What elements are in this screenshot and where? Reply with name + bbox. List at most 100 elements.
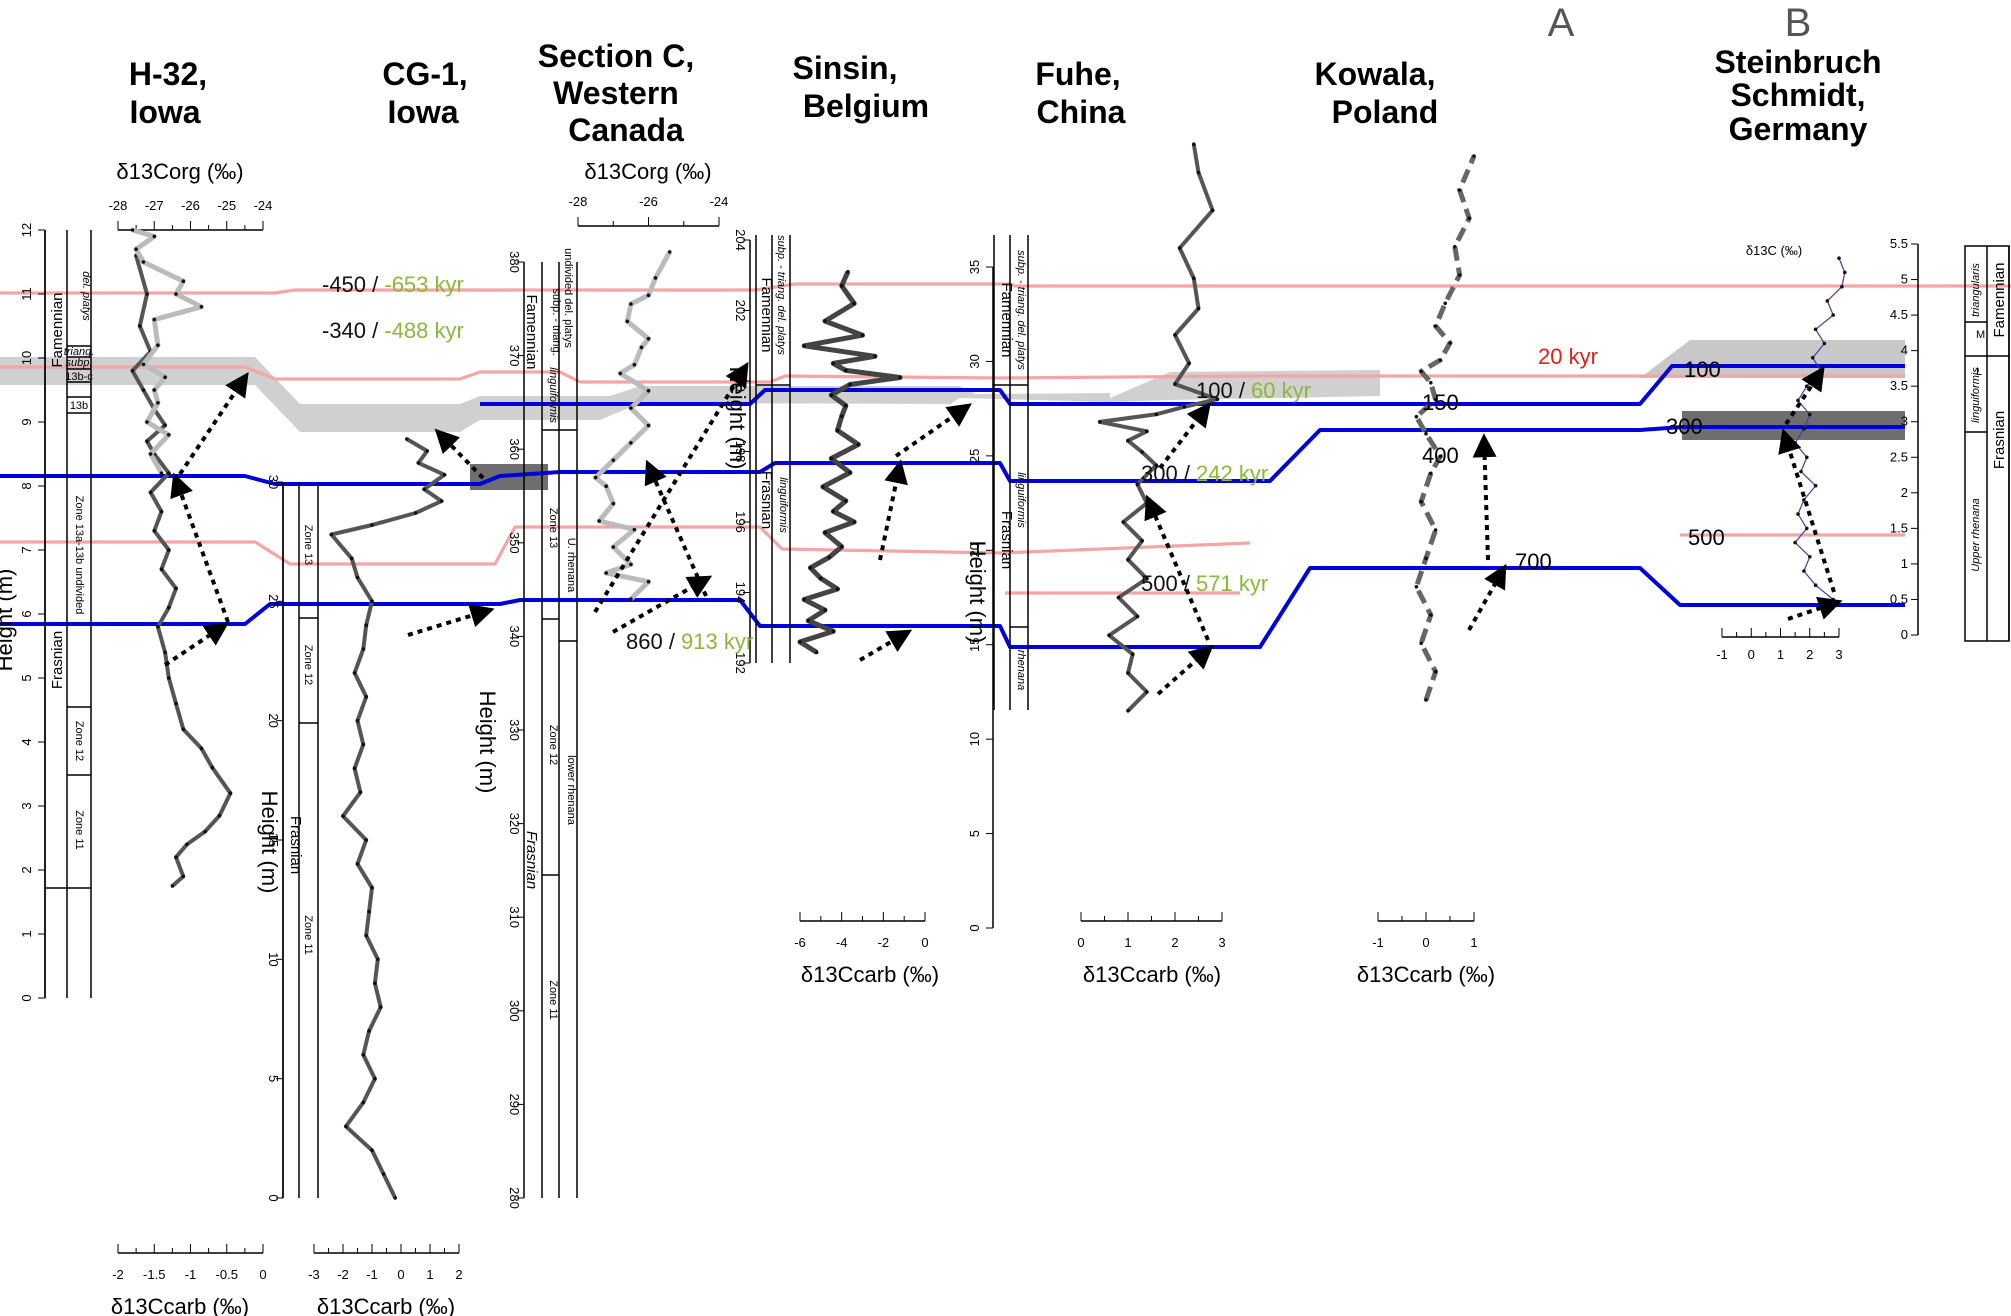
secc-org-curve-point (593, 475, 598, 480)
fuhe-carb-curve (1097, 143, 1220, 713)
h32-org-axis-tick-label: -28 (109, 198, 128, 213)
h32-carb-curve-point (228, 791, 233, 795)
sinsin-height-axis-tick-label: 194 (733, 582, 748, 604)
fuhe-carb-curve-point (1173, 382, 1177, 386)
axes-group: 0123456789101112-28-27-26-25-24-2-1.5-1-… (0, 159, 1919, 1316)
stein-c-curve-point (1793, 540, 1797, 545)
stein-c-curve-point (1810, 355, 1815, 360)
cg1-carb-curve-point (422, 487, 427, 492)
blue-line-2 (0, 566, 1905, 649)
secc-height-axis-tick-label: 290 (507, 1094, 522, 1116)
cg1-carb-curve-point (442, 473, 447, 477)
stein-label-100: 100 (1684, 357, 1721, 382)
h32-carb-curve-point (152, 529, 157, 533)
cg1-carb-curve-point (425, 449, 429, 453)
pink-line-2 (0, 365, 1905, 384)
cg1-carb-curve-point (370, 599, 374, 604)
h32-carb-axis-title: δ13Ccarb (‰) (111, 1294, 249, 1316)
stein-zone-upperrhenana: Upper rhenana (1970, 498, 1982, 571)
cg1-carb-curve-point (367, 909, 371, 914)
sinsin-stage-famennian: Famennian (758, 277, 775, 352)
cg1-height-axis-tick-label: 15 (266, 833, 281, 847)
cg1-carb-axis-tick-label: -1 (366, 1267, 378, 1282)
age-label-a5: 300 / 242 kyr (1141, 461, 1268, 486)
kowala-carb-curve (1413, 155, 1477, 701)
secc-org-curve-point (646, 389, 651, 393)
h32-height-axis-tick-label: 10 (19, 351, 34, 365)
kowala-label-150: 150 (1422, 390, 1459, 415)
cg1-carb-curve-point (344, 1124, 348, 1129)
kowala-carb-curve-point (1433, 397, 1438, 402)
stein-height-axis-tick-label: 3 (1901, 414, 1908, 429)
secc-org-axis: -28-26-24 (569, 194, 728, 227)
stein-c-curve-point (1822, 341, 1827, 346)
kowala-label-700: 700 (1515, 549, 1552, 574)
kowala-carb-curve-point (1438, 358, 1443, 362)
h32-zone-subp: subp. (66, 357, 93, 369)
stein-c-curve-point (1831, 597, 1835, 602)
panel-label-b: B (1785, 1, 1812, 45)
sinsin-carb-curve (797, 270, 903, 655)
correlation-arrow (434, 428, 485, 480)
stein-height-axis-tick-label: 2 (1901, 485, 1908, 500)
secc-org-curve-point (629, 597, 633, 601)
h32-org-curve-point (152, 317, 157, 322)
stein-label-300: 300 (1666, 414, 1703, 439)
sinsin-carb-curve-point (829, 393, 834, 397)
kowala-carb-curve-point (1414, 414, 1419, 419)
secc-org-curve-point (629, 441, 633, 445)
pink-line-top (0, 282, 2011, 295)
secc-zone-delplatys: undivided del. platys (562, 248, 574, 348)
stein-c-axis-tick-label: -1 (1716, 647, 1728, 662)
cg1-carb-curve-point (358, 790, 363, 795)
correlation-arrow (163, 622, 229, 667)
fuhe-zone-ling: linguiformis (1015, 472, 1027, 528)
cg1-zone-12: Zone 12 (302, 645, 314, 685)
cg1-carb-curve-point (381, 1172, 386, 1176)
h32-org-curve-point (156, 401, 160, 405)
sinsin-carb-curve-point (856, 442, 861, 447)
h32-height-axis-tick-label: 4 (19, 738, 34, 745)
stein-c-curve-point (1796, 512, 1800, 516)
h32-org-axis-tick-label: -25 (217, 198, 236, 213)
h32-zone-13bc: 13b-c (65, 371, 93, 383)
h32-carb-curve-point (145, 292, 149, 296)
h32-org-curve-point (159, 471, 164, 476)
stein-c-curve-point (1805, 455, 1809, 460)
title-kowala-line2: Poland (1332, 94, 1439, 130)
fuhe-carb-curve-point (1135, 482, 1140, 487)
sinsin-carb-curve-point (808, 566, 813, 570)
kowala-carb-axis-tick-label: -1 (1372, 935, 1384, 950)
fuhe-carb-curve-point (1145, 690, 1149, 694)
sinsin-carb-curve-point (802, 344, 806, 348)
h32-carb-curve-point (130, 369, 135, 373)
stein-label-500: 500 (1688, 525, 1725, 550)
secc-org-axis-title: δ13Corg (‰) (584, 159, 711, 184)
h32-org-curve-point (181, 279, 186, 284)
kowala-carb-curve-point (1433, 669, 1438, 674)
sinsin-carb-axis-tick-label: -6 (794, 935, 806, 950)
secc-org-curve (593, 250, 672, 601)
section-titles: H-32, Iowa CG-1, Iowa Section C, Western… (129, 1, 1882, 148)
correlation-arrow (878, 459, 908, 561)
fuhe-carb-axis-tick-label: 1 (1124, 935, 1131, 950)
sinsin-zone-ling: linguiformis (777, 477, 789, 533)
cg1-carb-axis-tick-label: 2 (455, 1267, 462, 1282)
h32-org-curve-point (152, 388, 157, 392)
cg1-carb-curve-point (364, 695, 369, 699)
h32-org-axis-tick-label: -24 (254, 198, 273, 213)
h32-org-curve-point (163, 375, 167, 380)
stein-height-axis-tick-label: 4.5 (1890, 307, 1908, 322)
fuhe-carb-curve-point (1215, 397, 1220, 402)
correlation-arrow (1784, 366, 1825, 426)
age-label-a4: 100 / 60 kyr (1196, 378, 1311, 403)
correlation-arrow (1787, 596, 1843, 621)
sinsin-carb-curve-point (829, 456, 834, 461)
age-annotations: -450 / -653 kyr -340 / -488 kyr 860 / 91… (322, 272, 1725, 654)
title-secc-line3: Canada (568, 112, 684, 148)
secc-height-axis-tick-label: 360 (507, 438, 522, 460)
cg1-height-axis-tick-label: 10 (266, 952, 281, 966)
